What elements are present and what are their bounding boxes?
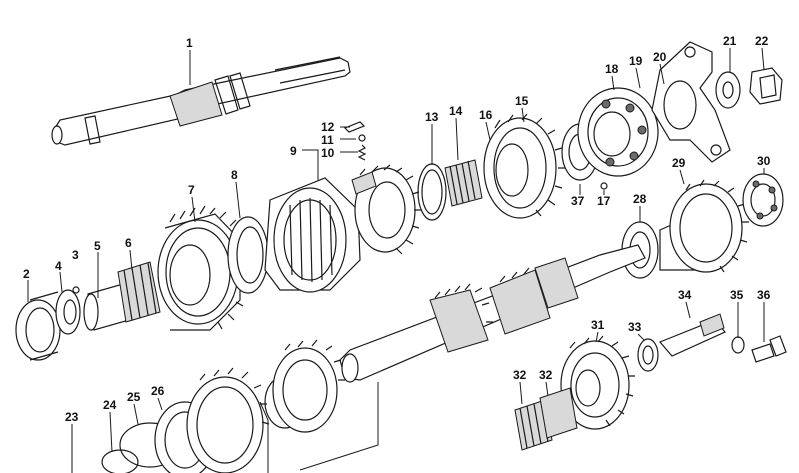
nut-22 [749,67,783,105]
label-11: 11 [321,133,334,147]
label-35: 35 [730,288,744,302]
synchro-ring-8 [227,216,269,294]
ball-bearing-18 [577,87,659,177]
synchro-hub [351,164,421,255]
label-13: 13 [425,110,439,124]
label-12: 12 [321,120,335,134]
label-31: 31 [591,318,605,332]
label-10: 10 [321,146,335,160]
reverse-gear-31 [560,335,635,430]
needle-bearing-14 [444,159,483,207]
label-22: 22 [755,34,769,48]
ring-2 [15,291,61,361]
label-4: 4 [55,259,62,273]
label-23: 23 [65,410,79,424]
shift-sleeve [264,177,361,293]
input-shaft [51,56,351,146]
washer-21 [715,71,741,109]
label-18: 18 [605,62,619,76]
label-19: 19 [629,54,643,68]
label-32a: 32 [513,368,527,382]
label-8: 8 [231,168,238,182]
label-29: 29 [672,156,686,170]
reverse-shaft-34 [658,313,726,357]
detent-parts [343,121,367,161]
label-26: 26 [151,384,165,398]
circlip-13 [417,163,447,221]
needle-bearing-6 [117,261,161,323]
leader-lines [27,47,765,473]
label-34: 34 [678,288,692,302]
label-37: 37 [571,194,585,208]
label-14: 14 [449,104,463,118]
washer-35 [731,336,745,354]
part-labels: 1 2 3 4 5 6 7 8 9 10 11 12 13 14 15 16 1… [23,34,771,424]
label-36: 36 [757,288,771,302]
label-7: 7 [188,183,195,197]
label-1: 1 [186,36,193,50]
label-21: 21 [723,34,737,48]
label-5: 5 [94,239,101,253]
bottom-left-assembly [101,339,345,473]
gear-7 [157,205,249,331]
label-25: 25 [127,390,141,404]
ball-17 [600,182,608,190]
label-15: 15 [515,94,529,108]
label-24: 24 [103,398,117,412]
ball-3 [72,286,80,294]
label-28: 28 [633,192,647,206]
gear-29 [659,179,749,273]
ball-bearing-30 [742,173,784,227]
ring-33 [637,338,659,372]
needle-bearing-32 [514,387,578,451]
label-2: 2 [23,267,30,281]
gear-15-16 [483,113,565,219]
label-20: 20 [653,50,667,64]
sleeve-5 [83,281,137,331]
ring-4 [55,289,81,335]
label-30: 30 [757,154,771,168]
label-33: 33 [628,320,642,334]
bolt-36 [751,335,787,363]
label-6: 6 [125,236,132,250]
label-9: 9 [290,144,297,158]
countershaft [339,244,646,383]
label-32b: 32 [539,368,553,382]
flange-20 [651,41,731,163]
label-17: 17 [597,194,611,208]
label-3: 3 [72,248,79,262]
label-16: 16 [479,108,493,122]
